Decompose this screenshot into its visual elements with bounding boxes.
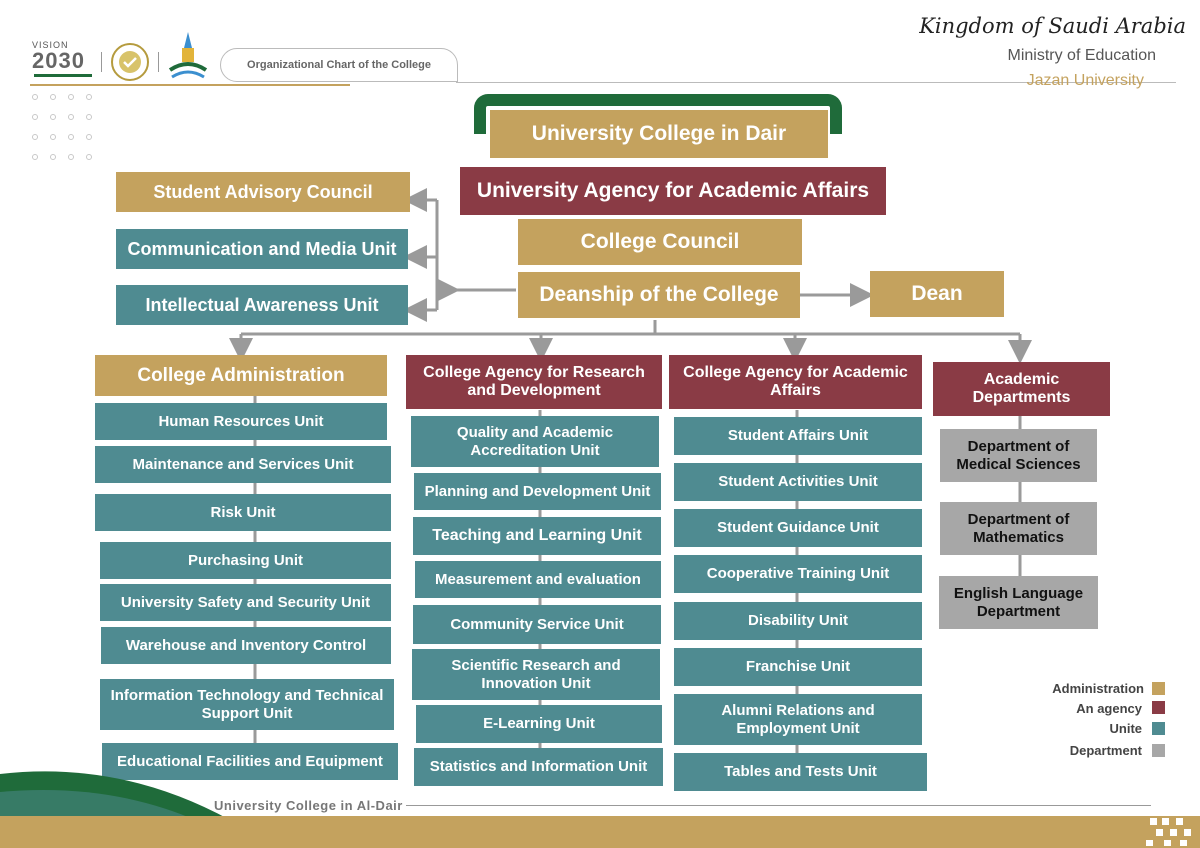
academic-unit: Franchise Unit bbox=[674, 648, 922, 686]
vision-2030-logo: VISION 2030 bbox=[32, 40, 96, 80]
college-council-box: College Council bbox=[518, 219, 802, 265]
divider bbox=[101, 52, 102, 72]
vision-underline bbox=[34, 74, 92, 77]
legend-label-unit: Unite bbox=[1109, 721, 1143, 736]
green-arch bbox=[474, 94, 842, 134]
academic-unit: Alumni Relations and Employment Unit bbox=[674, 694, 922, 745]
intellectual-awareness-unit-box: Intellectual Awareness Unit bbox=[116, 285, 408, 325]
footer-text: University College in Al-Dair bbox=[214, 798, 403, 813]
chart-title-text: Organizational Chart of the College bbox=[247, 59, 431, 71]
research-unit: Planning and Development Unit bbox=[414, 473, 661, 510]
college-box: University College in Dair bbox=[490, 110, 828, 158]
admin-unit: Purchasing Unit bbox=[100, 542, 391, 579]
divider bbox=[158, 52, 159, 72]
admin-unit: Human Resources Unit bbox=[95, 403, 387, 440]
research-unit: E-Learning Unit bbox=[416, 705, 662, 743]
admin-unit: University Safety and Security Unit bbox=[100, 584, 391, 621]
research-unit: Teaching and Learning Unit bbox=[413, 517, 661, 555]
header-rule bbox=[456, 82, 1176, 83]
legend-swatch-department bbox=[1152, 744, 1165, 757]
legend-label-department: Department bbox=[1069, 743, 1142, 758]
accreditation-seal-icon bbox=[110, 42, 150, 82]
department-box: Department of Mathematics bbox=[940, 502, 1097, 555]
chart-title-tab: Organizational Chart of the College bbox=[220, 48, 458, 82]
header-gold-rule bbox=[30, 84, 350, 86]
research-agency-header: College Agency for Research and Developm… bbox=[406, 355, 662, 409]
legend-label-agency: An agency bbox=[1076, 701, 1142, 716]
legend: Administration An agency Unite Departmen… bbox=[1030, 680, 1170, 760]
academic-unit: Disability Unit bbox=[674, 602, 922, 640]
university-title: Jazan University bbox=[1026, 72, 1144, 89]
academic-unit: Student Activities Unit bbox=[674, 463, 922, 501]
ministry-title: Ministry of Education bbox=[1007, 47, 1156, 64]
department-box: English Language Department bbox=[939, 576, 1098, 629]
footer-wave bbox=[0, 771, 1200, 848]
college-administration-header: College Administration bbox=[95, 355, 387, 396]
research-unit: Scientific Research and Innovation Unit bbox=[412, 649, 660, 700]
footer-rule bbox=[406, 805, 1151, 806]
admin-unit: Maintenance and Services Unit bbox=[95, 446, 391, 483]
student-advisory-council-box: Student Advisory Council bbox=[116, 172, 410, 212]
legend-swatch-unit bbox=[1152, 722, 1165, 735]
university-agency-box: University Agency for Academic Affairs bbox=[460, 167, 886, 215]
admin-unit: Educational Facilities and Equipment bbox=[102, 743, 398, 780]
research-unit: Community Service Unit bbox=[413, 605, 661, 644]
academic-unit: Cooperative Training Unit bbox=[674, 555, 922, 593]
kingdom-title: Kingdom of Saudi Arabia bbox=[919, 14, 1186, 38]
vision-label: VISION bbox=[32, 40, 69, 50]
dean-box: Dean bbox=[870, 271, 1004, 317]
deanship-box: Deanship of the College bbox=[518, 272, 800, 318]
communication-media-unit-box: Communication and Media Unit bbox=[116, 229, 408, 269]
research-unit: Statistics and Information Unit bbox=[414, 748, 663, 786]
academic-unit: Tables and Tests Unit bbox=[674, 753, 927, 791]
academic-agency-header: College Agency for Academic Affairs bbox=[669, 355, 922, 409]
decorative-dots bbox=[30, 92, 100, 162]
academic-unit: Student Affairs Unit bbox=[674, 417, 922, 455]
legend-label-administration: Administration bbox=[1052, 681, 1144, 696]
research-unit: Quality and Academic Accreditation Unit bbox=[411, 416, 659, 467]
legend-swatch-agency bbox=[1152, 701, 1165, 714]
jazan-university-logo bbox=[166, 30, 210, 84]
department-box: Department of Medical Sciences bbox=[940, 429, 1097, 482]
academic-unit: Student Guidance Unit bbox=[674, 509, 922, 547]
research-unit: Measurement and evaluation bbox=[415, 561, 661, 598]
admin-unit: Information Technology and Technical Sup… bbox=[100, 679, 394, 730]
legend-swatch-administration bbox=[1152, 682, 1165, 695]
vision-year: 2030 bbox=[32, 48, 85, 73]
admin-unit: Risk Unit bbox=[95, 494, 391, 531]
academic-departments-header: Academic Departments bbox=[933, 362, 1110, 416]
admin-unit: Warehouse and Inventory Control bbox=[101, 627, 391, 664]
